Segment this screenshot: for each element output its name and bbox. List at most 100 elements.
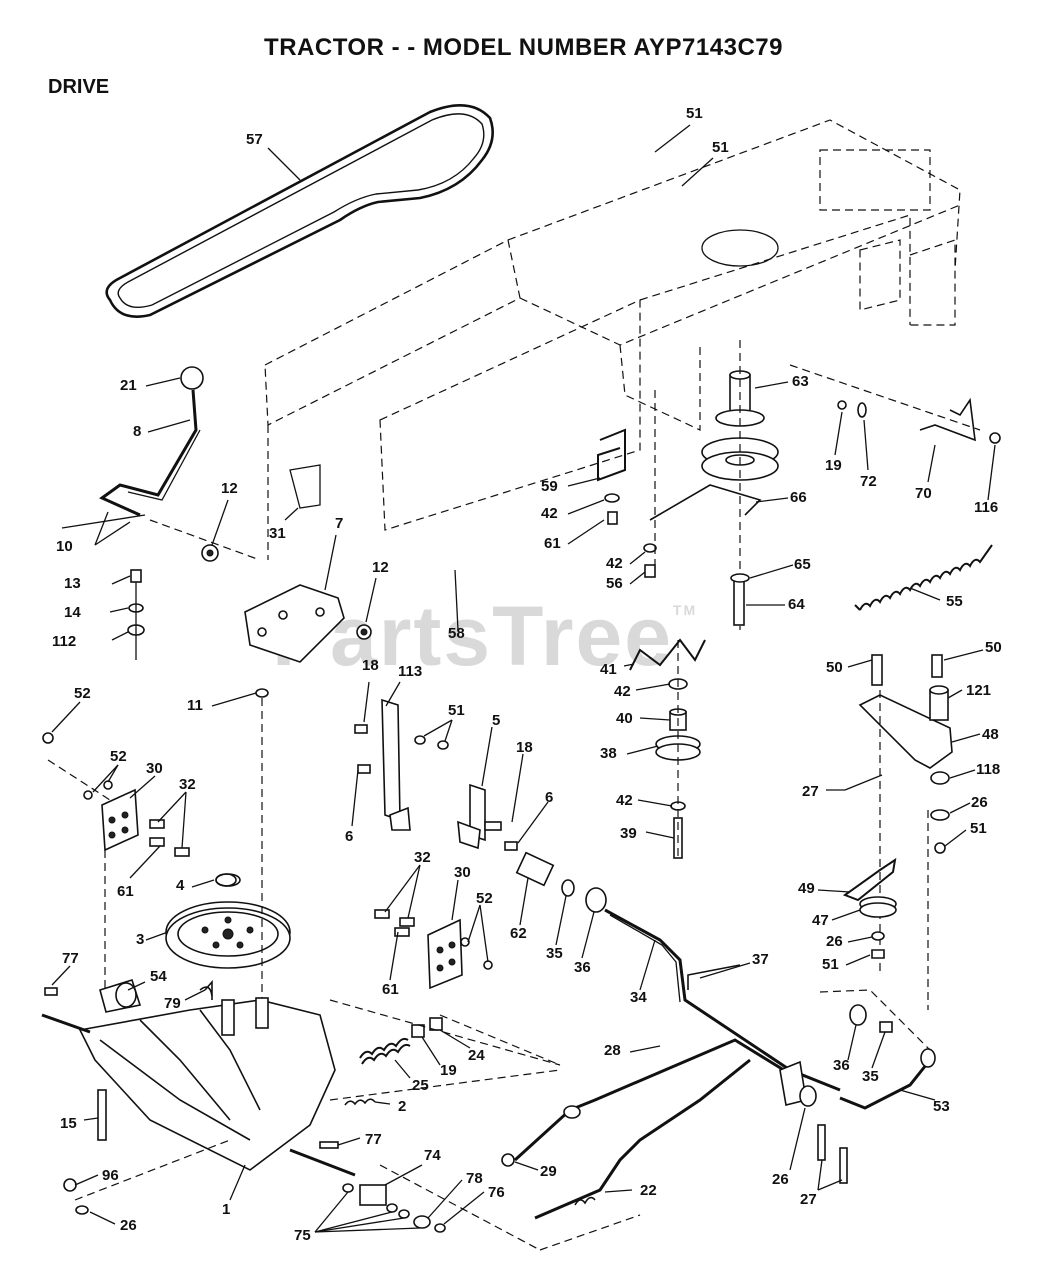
callout-59: 59 <box>541 478 558 495</box>
callout-39: 39 <box>620 825 637 842</box>
callout-57: 57 <box>246 131 263 148</box>
callout-29: 29 <box>540 1163 557 1180</box>
callout-52: 52 <box>110 748 127 765</box>
callout-28: 28 <box>604 1042 621 1059</box>
callout-54: 54 <box>150 968 167 985</box>
pulley-38 <box>629 638 706 860</box>
callout-1: 1 <box>222 1201 231 1218</box>
callout-65: 65 <box>794 556 811 573</box>
callout-24: 24 <box>468 1047 485 1064</box>
callout-26: 26 <box>971 794 988 811</box>
callout-21: 21 <box>120 377 137 394</box>
callout-56: 56 <box>606 575 623 592</box>
callout-27: 27 <box>800 1191 817 1208</box>
callout-55: 55 <box>946 593 963 610</box>
callout-41: 41 <box>600 661 617 678</box>
callout-36: 36 <box>574 959 591 976</box>
callout-18: 18 <box>362 657 379 674</box>
spring-55 <box>854 544 993 611</box>
callout-14: 14 <box>64 604 81 621</box>
callout-51: 51 <box>712 139 729 156</box>
callout-11: 11 <box>187 697 203 714</box>
callout-52: 52 <box>74 685 91 702</box>
callout-10: 10 <box>56 538 73 555</box>
rod-34 <box>515 851 841 1092</box>
callout-8: 8 <box>133 423 142 440</box>
callout-42: 42 <box>614 683 631 700</box>
callout-116: 116 <box>974 499 999 516</box>
callout-77: 77 <box>365 1131 382 1148</box>
callout-70: 70 <box>915 485 932 502</box>
callout-12: 12 <box>372 559 389 576</box>
callout-63: 63 <box>792 373 809 390</box>
bracket-113 <box>354 698 449 831</box>
callout-19: 19 <box>440 1062 457 1079</box>
callout-4: 4 <box>176 877 185 894</box>
callout-26: 26 <box>120 1217 137 1234</box>
callout-61: 61 <box>382 981 399 998</box>
idler-parts <box>597 390 657 578</box>
callout-42: 42 <box>541 505 558 522</box>
callout-37: 37 <box>752 951 769 968</box>
callout-53: 53 <box>933 1098 950 1115</box>
callout-121: 121 <box>966 682 992 699</box>
frame <box>264 119 961 560</box>
callout-38: 38 <box>600 745 617 762</box>
callout-31: 31 <box>269 525 286 542</box>
callout-52: 52 <box>476 890 493 907</box>
callout-3: 3 <box>136 931 145 948</box>
pulley-63 <box>649 340 779 630</box>
bolt-stack-left <box>127 569 145 660</box>
callout-40: 40 <box>616 710 633 727</box>
callout-13: 13 <box>64 575 81 592</box>
callout-26: 26 <box>826 933 843 950</box>
callout-42: 42 <box>616 792 633 809</box>
shift-lever <box>61 366 204 529</box>
callout-61: 61 <box>544 535 561 552</box>
pulley-3 <box>165 688 291 1000</box>
callout-34: 34 <box>630 989 647 1006</box>
callout-51: 51 <box>822 956 839 973</box>
bracket-7 <box>149 464 372 663</box>
callout-36: 36 <box>833 1057 850 1074</box>
callout-118: 118 <box>976 761 1001 778</box>
callout-35: 35 <box>546 945 563 962</box>
callout-49: 49 <box>798 880 815 897</box>
callout-74: 74 <box>424 1147 441 1164</box>
callout-27: 27 <box>802 783 819 800</box>
rod-53 <box>819 989 936 1110</box>
callout-51: 51 <box>970 820 987 837</box>
transaxle <box>41 978 356 1215</box>
misc-parts <box>199 873 741 997</box>
callout-47: 47 <box>812 912 829 929</box>
callout-50: 50 <box>985 639 1002 656</box>
bracket-48 <box>844 654 953 1010</box>
bracket-70 <box>789 364 1001 444</box>
bracket-30-right <box>374 909 493 990</box>
callout-77: 77 <box>62 950 79 967</box>
callout-61: 61 <box>117 883 134 900</box>
callout-18: 18 <box>516 739 533 756</box>
callout-113: 113 <box>398 663 423 680</box>
callout-19: 19 <box>825 457 842 474</box>
callout-32: 32 <box>414 849 431 866</box>
callout-26: 26 <box>772 1171 789 1188</box>
bracket-5 <box>457 783 518 851</box>
callout-30: 30 <box>454 864 471 881</box>
watermark-tm: TM <box>672 602 698 618</box>
callout-66: 66 <box>790 489 807 506</box>
idler-47 <box>842 857 897 959</box>
callout-30: 30 <box>146 760 163 777</box>
callout-22: 22 <box>640 1182 657 1199</box>
callout-79: 79 <box>164 995 181 1012</box>
rod-28 <box>513 1038 848 1184</box>
callout-32: 32 <box>179 776 196 793</box>
callout-7: 7 <box>335 515 344 532</box>
callout-112: 112 <box>52 633 77 650</box>
callout-72: 72 <box>860 473 877 490</box>
callout-78: 78 <box>466 1170 483 1187</box>
callout-6: 6 <box>345 828 354 845</box>
drive-belt <box>105 103 494 318</box>
